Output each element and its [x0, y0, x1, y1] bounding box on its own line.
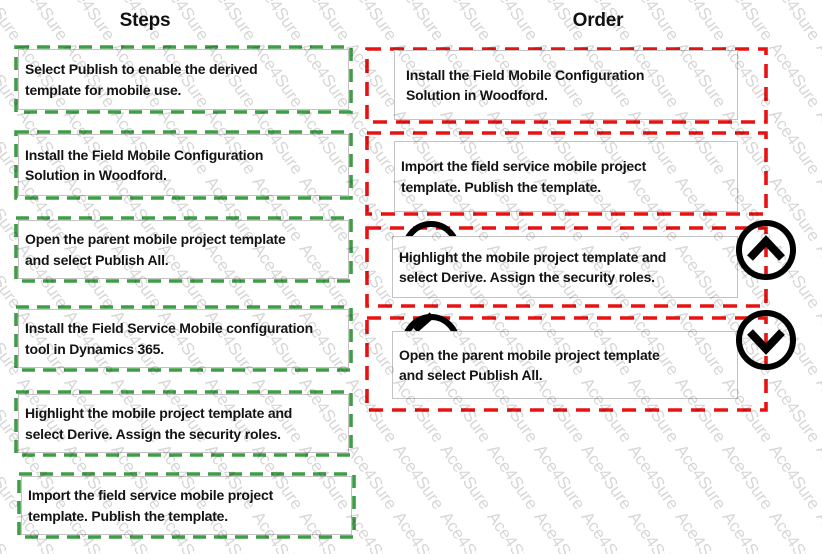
watermark-text: Ace4Sure: [812, 39, 822, 112]
watermark-text: Ace4Sure: [201, 0, 260, 45]
step-text: Select Publish to enable the derived tem…: [25, 61, 258, 98]
step-item[interactable]: Select Publish to enable the derived tem…: [14, 45, 353, 114]
watermark-text: Ace4Sure: [671, 441, 730, 514]
order-slot[interactable]: Import the field service mobile project …: [365, 131, 768, 216]
step-item[interactable]: Highlight the mobile project template an…: [14, 390, 353, 457]
watermark-text: Ace4Sure: [295, 0, 354, 45]
watermark-text: Ace4Sure: [436, 0, 495, 45]
watermark-text: Ace4Sure: [248, 0, 307, 45]
watermark-text: Ace4Sure: [765, 374, 822, 447]
watermark-text: Ace4Sure: [436, 441, 495, 514]
watermark-text: Ace4Sure: [718, 508, 777, 554]
green-dashed-border: [14, 216, 353, 283]
watermark-text: Ace4Sure: [812, 441, 822, 514]
watermark-text: Ace4Sure: [812, 106, 822, 179]
watermark-text: Ace4Sure: [436, 508, 495, 554]
watermark-text: Ace4Sure: [342, 0, 401, 45]
watermark-text: Ace4Sure: [765, 508, 822, 554]
step-card: Highlight the mobile project template an…: [18, 394, 349, 453]
red-dashed-border: [365, 47, 768, 124]
watermark-text: Ace4Sure: [765, 106, 822, 179]
step-item[interactable]: Open the parent mobile project template …: [14, 216, 353, 283]
watermark-text: Ace4Sure: [812, 240, 822, 313]
order-text: Open the parent mobile project template …: [399, 346, 660, 384]
watermark-text: Ace4Sure: [483, 441, 542, 514]
step-item[interactable]: Install the Field Service Mobile configu…: [14, 305, 353, 372]
step-card: Open the parent mobile project template …: [18, 220, 349, 279]
watermark-text: Ace4Sure: [389, 441, 448, 514]
watermark-text: Ace4Sure: [389, 508, 448, 554]
red-dashed-border: [365, 226, 768, 308]
watermark-text: Ace4Sure: [577, 441, 636, 514]
step-card: Import the field service mobile project …: [21, 476, 352, 535]
watermark-text: Ace4Sure: [812, 374, 822, 447]
order-text: Install the Field Mobile Configuration S…: [406, 66, 645, 104]
watermark-text: Ace4Sure: [389, 0, 448, 45]
watermark-text: Ace4Sure: [624, 508, 683, 554]
watermark-text: Ace4Sure: [671, 508, 730, 554]
green-dashed-border: [14, 45, 353, 114]
watermark-text: Ace4Sure: [718, 0, 777, 45]
watermark-text: Ace4Sure: [530, 508, 589, 554]
step-text: Install the Field Service Mobile configu…: [25, 320, 313, 357]
green-dashed-border: [14, 305, 353, 372]
green-dashed-border: [17, 472, 356, 539]
red-dashed-border: [365, 131, 768, 216]
green-dashed-border: [14, 130, 353, 200]
order-card[interactable]: Highlight the mobile project template an…: [392, 236, 738, 298]
step-card: Select Publish to enable the derived tem…: [18, 49, 349, 110]
step-card: Install the Field Service Mobile configu…: [18, 309, 349, 368]
watermark-text: Ace4Sure: [0, 0, 25, 45]
order-card[interactable]: Open the parent mobile project template …: [392, 331, 738, 399]
move-up-icon[interactable]: [734, 218, 798, 282]
watermark-text: Ace4Sure: [765, 39, 822, 112]
move-down-icon[interactable]: [734, 308, 798, 372]
step-text: Install the Field Mobile Configuration S…: [25, 146, 264, 184]
order-card[interactable]: Import the field service mobile project …: [394, 141, 738, 212]
watermark-text: Ace4Sure: [812, 0, 822, 45]
watermark-text: Ace4Sure: [765, 0, 822, 45]
watermark-text: Ace4Sure: [577, 508, 636, 554]
step-text: Import the field service mobile project …: [28, 487, 274, 524]
watermark-text: Ace4Sure: [812, 173, 822, 246]
order-card[interactable]: Install the Field Mobile Configuration S…: [394, 50, 738, 120]
order-slot[interactable]: Open the parent mobile project template …: [365, 312, 768, 412]
watermark-text: Ace4Sure: [483, 508, 542, 554]
order-column-title: Order: [572, 10, 624, 31]
watermark-text: Ace4Sure: [765, 441, 822, 514]
watermark-text: Ace4Sure: [483, 0, 542, 45]
watermark-text: Ace4Sure: [812, 508, 822, 554]
watermark-text: Ace4Sure: [530, 441, 589, 514]
watermark-text: Ace4Sure: [718, 441, 777, 514]
order-slot[interactable]: Highlight the mobile project template an…: [365, 221, 768, 308]
order-slot[interactable]: Install the Field Mobile Configuration S…: [365, 47, 768, 124]
watermark-text: Ace4Sure: [812, 307, 822, 380]
step-item[interactable]: Import the field service mobile project …: [17, 472, 356, 539]
steps-column-title: Steps: [119, 10, 171, 31]
step-card: Install the Field Mobile Configuration S…: [18, 134, 349, 196]
watermark-text: Ace4Sure: [13, 0, 72, 45]
green-dashed-border: [14, 390, 353, 457]
step-item[interactable]: Install the Field Mobile Configuration S…: [14, 130, 353, 200]
watermark-text: Ace4Sure: [671, 0, 730, 45]
step-text: Highlight the mobile project template an…: [25, 405, 293, 442]
order-text: Highlight the mobile project template an…: [399, 248, 667, 286]
order-text: Import the field service mobile project …: [401, 158, 647, 195]
step-text: Open the parent mobile project template …: [25, 231, 286, 268]
watermark-text: Ace4Sure: [624, 441, 683, 514]
